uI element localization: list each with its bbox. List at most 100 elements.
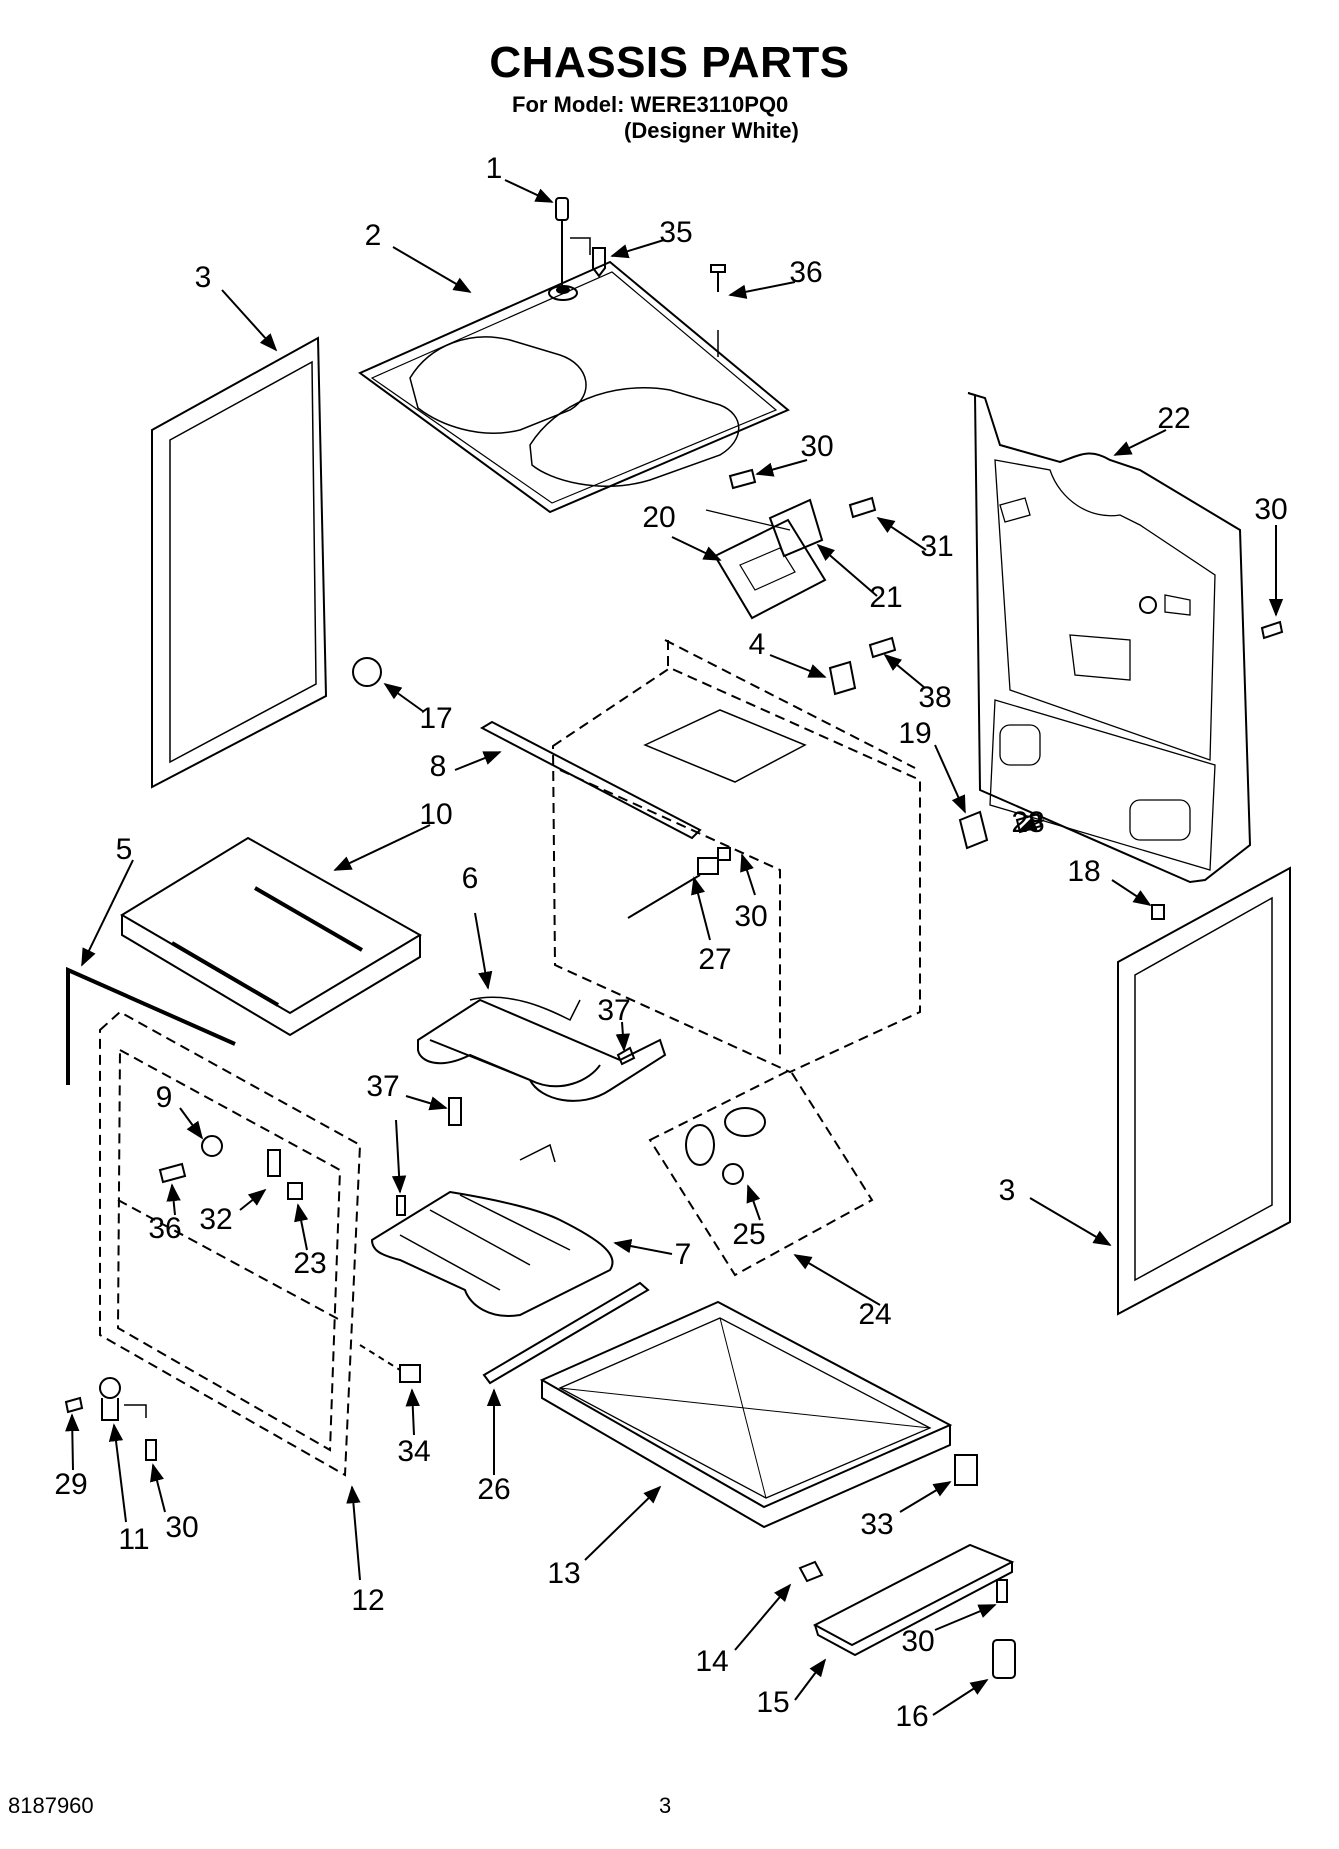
callout-37: 37 — [366, 1070, 399, 1103]
callout-38: 38 — [918, 681, 951, 714]
side-panel-left — [151, 336, 328, 789]
arrow-20 — [671, 536, 722, 561]
callout-34: 34 — [397, 1435, 430, 1468]
cooktop-panel — [358, 260, 790, 514]
callout-22: 22 — [1157, 402, 1190, 435]
callout-30: 30 — [165, 1511, 198, 1544]
callout-18: 18 — [1067, 855, 1100, 888]
arrow-19 — [934, 744, 966, 814]
screw-32 — [267, 1149, 281, 1177]
screw-30-rail — [996, 1579, 1008, 1603]
callout-26: 26 — [477, 1473, 510, 1506]
callout-28: 28 — [1011, 806, 1044, 839]
vent-trim — [479, 720, 702, 840]
callout-10: 10 — [419, 798, 452, 831]
door-gasket — [66, 966, 236, 1085]
page-number: 3 — [659, 1793, 672, 1818]
screw-31 — [848, 496, 877, 519]
arrow-21 — [816, 543, 878, 597]
callout-7: 7 — [675, 1238, 692, 1271]
callout-36: 36 — [789, 256, 822, 289]
arrow-30-rail — [934, 1604, 997, 1631]
callout-30: 30 — [901, 1625, 934, 1658]
callout-20: 20 — [642, 501, 675, 534]
arrow-36-left — [166, 1183, 181, 1216]
screw-18 — [1151, 904, 1165, 920]
arrow-30-left — [150, 1463, 166, 1513]
callout-24: 24 — [858, 1298, 891, 1331]
arrow-38 — [883, 653, 926, 689]
model-number: For Model: WERE3110PQ0 — [512, 92, 789, 117]
callout-21: 21 — [869, 581, 902, 614]
front-frame — [99, 1010, 362, 1477]
broil-element — [417, 996, 667, 1102]
screw-36-left — [158, 1162, 187, 1184]
page-title: CHASSIS PARTS — [489, 38, 850, 87]
arrow-14 — [734, 1583, 792, 1651]
callout-30: 30 — [734, 900, 767, 933]
side-panel-right — [1117, 866, 1291, 1316]
screw-30-upper — [728, 468, 757, 490]
callout-30: 30 — [1254, 493, 1287, 526]
callout-6: 6 — [462, 862, 479, 895]
leveling-leg — [992, 1639, 1016, 1679]
document-number: 8187960 — [8, 1793, 94, 1818]
oven-light-assembly — [648, 1068, 874, 1277]
arrow-32 — [239, 1188, 267, 1211]
arrow-37-bake — [391, 1119, 407, 1194]
bottom-rail — [482, 1281, 650, 1385]
arrow-31 — [876, 517, 927, 551]
callout-15: 15 — [756, 1686, 789, 1719]
arrow-3-right — [1029, 1197, 1112, 1246]
arrow-12 — [346, 1485, 361, 1581]
arrow-35 — [610, 239, 665, 259]
callout-16: 16 — [895, 1700, 928, 1733]
arrow-10 — [333, 824, 431, 871]
screw-35 — [592, 247, 606, 278]
arrow-11 — [108, 1423, 127, 1523]
callout-13: 13 — [547, 1557, 580, 1590]
part-9 — [201, 1135, 223, 1157]
callout-3: 3 — [999, 1174, 1016, 1207]
label-33 — [954, 1454, 978, 1486]
callout-33: 33 — [860, 1508, 893, 1541]
storage-drawer — [120, 836, 422, 1037]
callout-1: 1 — [486, 152, 503, 185]
callout-23: 23 — [293, 1247, 326, 1280]
callout-11: 11 — [118, 1523, 149, 1556]
rear-panel — [967, 392, 1252, 884]
callout-31: 31 — [920, 530, 953, 563]
callout-3: 3 — [195, 261, 212, 294]
oven-bottom — [539, 1300, 953, 1529]
screw-38 — [868, 636, 897, 659]
screw-30-left — [145, 1439, 157, 1461]
callout-8: 8 — [430, 750, 447, 783]
callout-37: 37 — [597, 994, 630, 1027]
callout-9: 9 — [156, 1081, 173, 1114]
arrow-16 — [932, 1679, 989, 1716]
callout-14: 14 — [695, 1645, 728, 1678]
callout-30: 30 — [800, 430, 833, 463]
screw-37-bake — [396, 1195, 406, 1216]
screw-37-left — [448, 1097, 462, 1126]
leveling-rail — [812, 1543, 1015, 1657]
arrow-3-left — [221, 289, 278, 352]
oven-sensor — [627, 847, 731, 919]
arrow-18 — [1111, 879, 1152, 906]
arrow-28 — [1018, 817, 1045, 831]
hole-plug — [352, 657, 382, 687]
screw-30-rear — [1260, 620, 1284, 640]
callout-25: 25 — [732, 1218, 765, 1251]
callout-4: 4 — [749, 628, 766, 661]
arrow-7 — [613, 1239, 673, 1255]
screw-36-top — [710, 264, 726, 357]
oven-cavity — [551, 639, 921, 1074]
arrow-8 — [454, 751, 502, 771]
leader-arrows — [65, 179, 1284, 1716]
screw-29 — [64, 1396, 84, 1414]
callout-5: 5 — [116, 833, 133, 866]
arrow-2 — [392, 246, 472, 293]
arrow-22 — [1113, 429, 1167, 456]
arrow-5 — [81, 859, 134, 967]
arrow-1 — [504, 179, 554, 203]
